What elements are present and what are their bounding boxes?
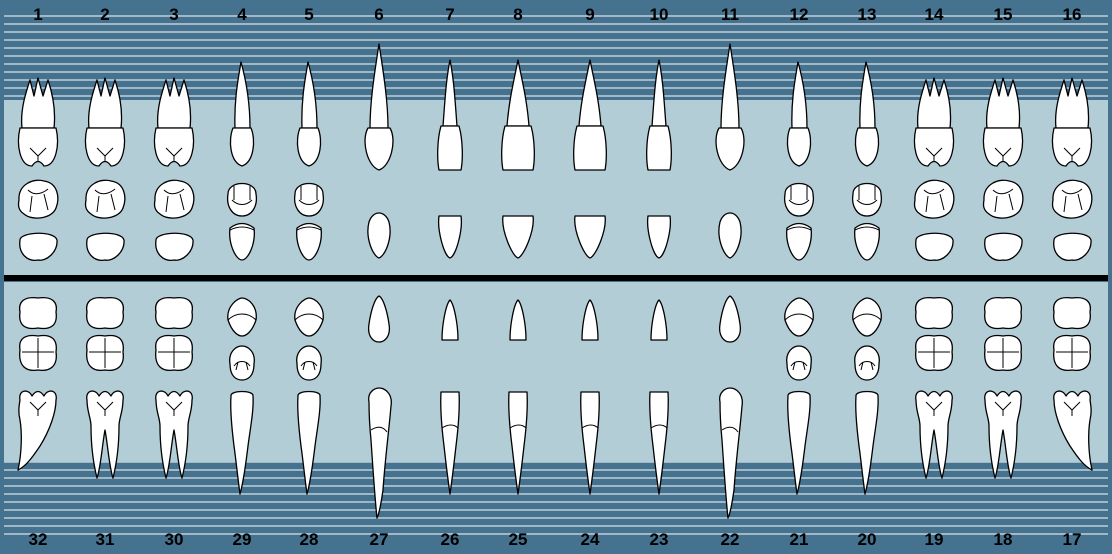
lower-tooth-number[interactable]: 21 — [769, 530, 829, 550]
tooth-occlusal — [984, 180, 1023, 218]
lower-tooth-number[interactable]: 22 — [700, 530, 760, 550]
lower-tooth-number[interactable]: 23 — [629, 530, 689, 550]
lower-tooth-number[interactable]: 25 — [488, 530, 548, 550]
lower-tooth-number[interactable]: 17 — [1042, 530, 1102, 550]
lower-tooth-number[interactable]: 26 — [420, 530, 480, 550]
lower-tooth-number[interactable]: 31 — [75, 530, 135, 550]
upper-tooth-number[interactable]: 1 — [8, 5, 68, 25]
upper-tooth-number[interactable]: 10 — [629, 5, 689, 25]
upper-tooth-number[interactable]: 9 — [560, 5, 620, 25]
tooth-occlusal — [86, 180, 125, 218]
lower-tooth-number[interactable]: 19 — [904, 530, 964, 550]
upper-tooth-number[interactable]: 8 — [488, 5, 548, 25]
upper-tooth-number[interactable]: 12 — [769, 5, 829, 25]
tooth-crown — [502, 126, 535, 170]
upper-tooth-number[interactable]: 15 — [973, 5, 1033, 25]
tooth-occlusal — [228, 184, 257, 217]
upper-tooth-number[interactable]: 2 — [75, 5, 135, 25]
tooth-occlusal — [1053, 180, 1092, 218]
tooth-crown — [574, 126, 607, 170]
tooth-occlusal — [787, 346, 812, 380]
upper-tooth-number[interactable]: 4 — [212, 5, 272, 25]
tooth-lingual — [985, 298, 1022, 329]
lower-tooth-number[interactable]: 18 — [973, 530, 1033, 550]
tooth-lingual — [1054, 298, 1091, 329]
upper-tooth-number[interactable]: 11 — [700, 5, 760, 25]
tooth-occlusal — [785, 184, 814, 217]
tooth-occlusal — [155, 180, 194, 218]
tooth-occlusal — [295, 184, 324, 217]
upper-tooth-number[interactable]: 3 — [144, 5, 204, 25]
tooth-lingual — [87, 298, 124, 329]
jaw-divider-line — [4, 275, 1108, 281]
lower-tooth-number[interactable]: 27 — [349, 530, 409, 550]
lower-tooth-number[interactable]: 20 — [837, 530, 897, 550]
tooth-lingual — [916, 298, 953, 329]
tooth-crown — [647, 126, 672, 170]
upper-tooth-number[interactable]: 16 — [1042, 5, 1102, 25]
lower-tooth-number[interactable]: 32 — [8, 530, 68, 550]
upper-tooth-number[interactable]: 14 — [904, 5, 964, 25]
tooth-occlusal — [855, 346, 880, 380]
tooth-occlusal — [853, 184, 882, 217]
tooth-lingual — [20, 298, 57, 329]
tooth-occlusal — [19, 180, 58, 218]
lower-tooth-number[interactable]: 29 — [212, 530, 272, 550]
upper-tooth-number[interactable]: 13 — [837, 5, 897, 25]
lower-tooth-number[interactable]: 30 — [144, 530, 204, 550]
tooth-occlusal — [230, 346, 255, 380]
tooth-lingual — [156, 298, 193, 329]
upper-tooth-number[interactable]: 7 — [420, 5, 480, 25]
upper-tooth-number[interactable]: 6 — [349, 5, 409, 25]
tooth-occlusal — [915, 180, 954, 218]
tooth-occlusal — [297, 346, 322, 380]
tooth-crown — [438, 126, 463, 170]
upper-tooth-number[interactable]: 5 — [279, 5, 339, 25]
lower-tooth-number[interactable]: 28 — [279, 530, 339, 550]
lower-tooth-number[interactable]: 24 — [560, 530, 620, 550]
